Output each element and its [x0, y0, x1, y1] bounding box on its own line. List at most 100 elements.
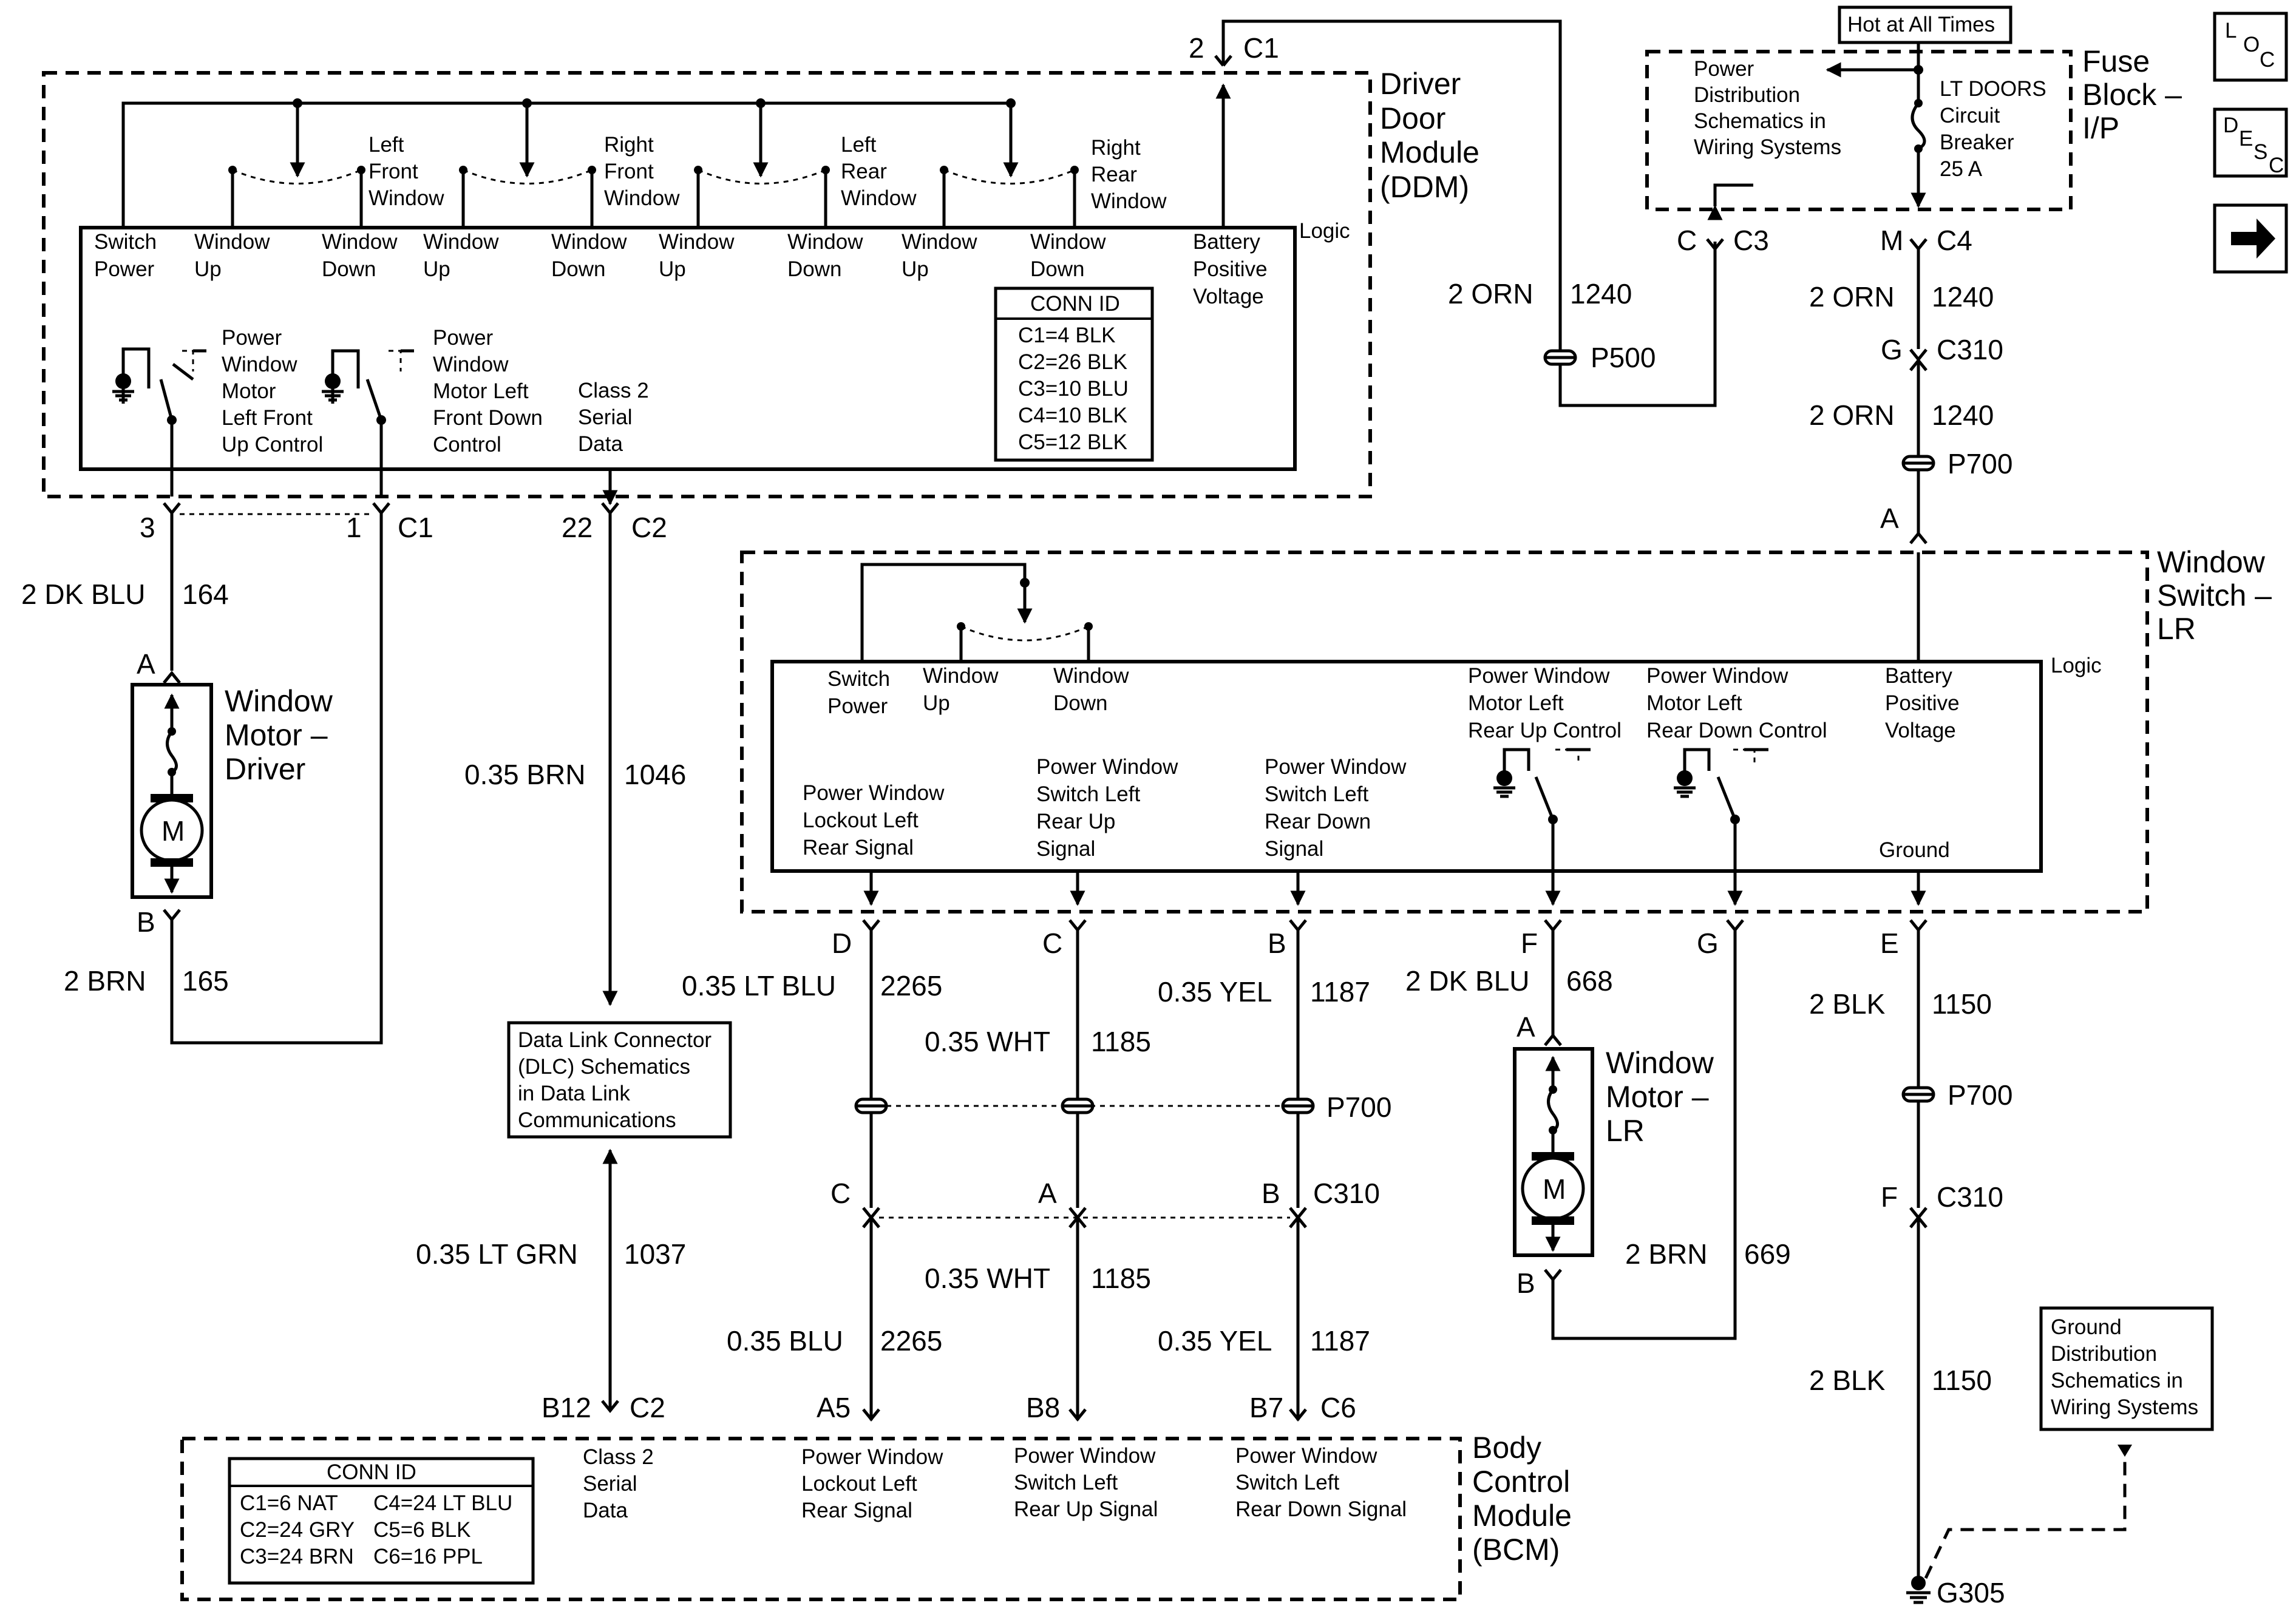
wire-color: 0.35 WHT [925, 1263, 1050, 1294]
wire-color: 2 ORN [1809, 281, 1895, 313]
lt-doors-breaker-label: LT DOORS Circuit Breaker 25 A [1940, 77, 2052, 181]
bcm-connector: C2 [630, 1392, 665, 1423]
wire-circuit: 1037 [624, 1238, 686, 1270]
wire-circuit: 1185 [1091, 1263, 1151, 1294]
motor-symbol: M [161, 815, 185, 847]
driver-door-module: Driver Door Module (DDM) Logic [42, 67, 1479, 498]
ground-distribution-box [2039, 1306, 2214, 1431]
wire-circuit: 165 [182, 965, 229, 997]
p700-label: P700 [1948, 448, 2012, 480]
window-switch-lr-boundary [740, 551, 2149, 914]
ddm-down-control-label: Power Window Motor Left Front Down Contr… [433, 326, 549, 456]
svg-text:E: E [2239, 127, 2253, 151]
ddm-group-rf-label: Right Front Window [604, 133, 680, 210]
connector-pin: C [1677, 225, 1697, 256]
ddm-c1-battery-feed: 2 C1 2 ORN 1240 P500 [1189, 19, 1717, 407]
loc-icon[interactable]: L O C [2213, 12, 2288, 82]
wire-color: 2 BRN [1625, 1238, 1707, 1270]
bcm-sw-down-label: Power Window Switch Left Rear Down Signa… [1235, 1444, 1407, 1521]
ddm-down-relay [322, 349, 414, 497]
ddm-group-lf-label: Left Front Window [369, 133, 444, 210]
bcm-pin: B8 [1026, 1392, 1060, 1423]
bcm-conn-id-row: C2=24 GRY [240, 1518, 355, 1542]
bcm-pin: A5 [817, 1392, 851, 1423]
ddm-group-rr-label: Right Rear Window [1091, 136, 1167, 213]
ddm-conn-id-row: C2=26 BLK [1018, 350, 1127, 374]
bcm-conn-id-table: CONN ID C1=6 NAT C2=24 GRY C3=24 BRN C4=… [228, 1457, 535, 1585]
window-motor-lr: M [1513, 1047, 1594, 1257]
g305-label: G305 [1937, 1577, 2005, 1609]
connector-pin: A [1517, 1011, 1535, 1043]
connector-pin: F [1881, 1181, 1898, 1213]
bcm-conn-id-row: C1=6 NAT [240, 1491, 338, 1515]
wire-circuit: 1046 [624, 759, 686, 790]
p700-label: P700 [1326, 1091, 1391, 1123]
bcm-pin: B12 [542, 1392, 591, 1423]
right-arrow-icon[interactable] [2213, 203, 2288, 274]
ground-symbol-icon [1906, 1576, 1931, 1604]
fuse-block-boundary [1645, 50, 2073, 211]
connector-pin: F [1521, 927, 1538, 959]
ddm-conn-id-table: CONN ID C1=4 BLK C2=26 BLK C3=10 BLU C4=… [994, 286, 1154, 462]
wire-circuit: 669 [1744, 1238, 1791, 1270]
svg-text:L: L [2225, 19, 2237, 42]
dlc-box [507, 1021, 732, 1139]
connector-label: C1 [1243, 32, 1279, 64]
fuse-outputs: C C3 M C4 2 ORN 1240 G C310 2 ORN 1240 P… [1677, 225, 2012, 544]
connector-pin: B [1262, 1178, 1280, 1209]
connector-pin: B [1268, 927, 1286, 959]
connector-pin: A [137, 648, 155, 680]
wire-color: 2 DK BLU [21, 578, 146, 610]
connector-pin: G [1881, 334, 1903, 365]
connector-label: C310 [1313, 1178, 1380, 1209]
window-switch-lr-logic-box [770, 660, 2043, 873]
connector-pin: C [830, 1178, 851, 1209]
connector-label: C310 [1937, 334, 2003, 365]
class2-serial-circuit: 22 C2 0.35 BRN 1046 Data Link Connector … [416, 469, 732, 1413]
p500-splice [1543, 349, 1577, 366]
connector-label: C4 [1937, 225, 1972, 256]
bcm-conn-id-row: C3=24 BRN [240, 1545, 354, 1568]
connector-pin: A [1038, 1178, 1057, 1209]
desc-icon[interactable]: D E S C [2213, 107, 2288, 178]
p500-label: P500 [1591, 342, 1656, 373]
svg-text:S: S [2254, 140, 2267, 164]
connector-pin: A [1880, 503, 1899, 534]
wire-color: 2 BLK [1809, 1364, 1886, 1396]
bcm-serial-label: Class 2 Serial Data [583, 1445, 659, 1522]
wire-color: 0.35 LT BLU [682, 970, 836, 1002]
window-motor-driver: M [131, 683, 213, 899]
driver-motor-circuit: 3 1 C1 2 DK BLU 164 A M Window Motor – D… [21, 502, 433, 1045]
connector-pin: G [1697, 927, 1719, 959]
wire-circuit: 1187 [1310, 1325, 1370, 1357]
bcm-lockout-label: Power Window Lockout Left Rear Signal [801, 1445, 949, 1522]
wire-color: 0.35 LT GRN [416, 1238, 578, 1270]
connector-pin: B [1517, 1267, 1535, 1299]
bcm-connector: C6 [1320, 1392, 1356, 1423]
wire-color: 0.35 YEL [1158, 976, 1272, 1008]
connector-pin: 22 [562, 512, 593, 543]
lr-to-bcm-circuits: D C B F G E 0.35 LT BLU 2265 0.35 WHT 11… [682, 919, 1927, 1422]
ddm-switch-power-bus [121, 101, 1011, 228]
ddm-conn-id-row: C5=12 BLK [1018, 430, 1127, 454]
bcm-conn-id-row: C5=6 BLK [373, 1518, 471, 1542]
window-motor-driver-title: Window Motor – Driver [225, 684, 341, 786]
p700-splice-row [854, 1097, 1315, 1114]
wire-color: 2 ORN [1448, 278, 1533, 310]
ddm-group-lr-label: Left Rear Window [841, 133, 917, 210]
window-motor-lr-title: Window Motor – LR [1606, 1046, 1722, 1148]
c310-row [862, 1207, 1307, 1229]
window-switch-lr-logic-label: Logic [2051, 654, 2102, 677]
connector-pin: 2 [1189, 32, 1204, 64]
